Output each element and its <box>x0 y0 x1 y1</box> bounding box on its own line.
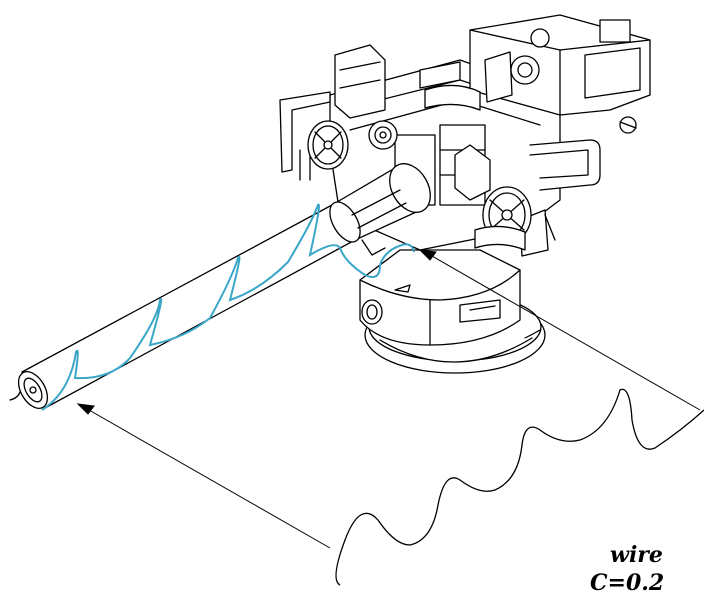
right-handwheel <box>474 186 532 251</box>
wire-wrap <box>41 203 415 411</box>
wire-spec-label: C=0.2 <box>590 570 665 596</box>
gun-barrel <box>21 163 431 409</box>
upper-left-mechanism <box>279 44 481 181</box>
lower-housing <box>359 249 521 346</box>
loose-wire <box>335 388 704 586</box>
barrel-muzzle <box>9 371 49 409</box>
upper-right-mechanism <box>469 14 651 134</box>
wire-label: wire <box>610 542 663 568</box>
left-handwheel <box>307 120 349 170</box>
leader-arrows <box>76 249 701 549</box>
